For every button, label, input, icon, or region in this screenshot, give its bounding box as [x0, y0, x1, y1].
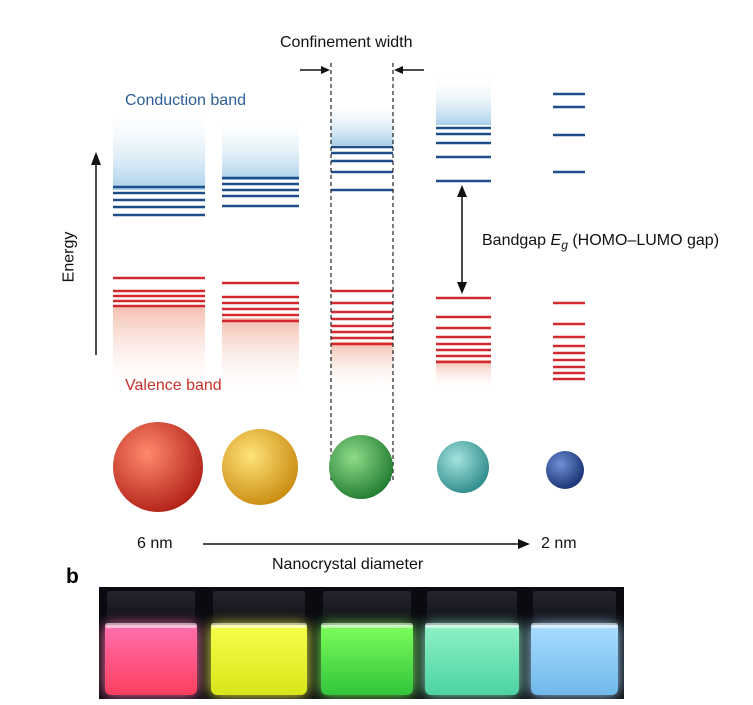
nanocrystal-sphere-2: [222, 429, 298, 505]
conduction-levels: [436, 126, 491, 183]
vial-5: [527, 587, 622, 699]
vial-rim: [425, 623, 519, 628]
nanocrystal-sphere-6nm: [113, 422, 203, 512]
bandgap-subscript: g: [561, 238, 568, 253]
size-small-label: 2 nm: [541, 535, 577, 552]
vial-rim: [211, 623, 307, 628]
vial-liquid: [105, 625, 197, 695]
vial-glass: [213, 591, 305, 625]
vial-glass: [533, 591, 616, 625]
bandgap-symbol: E: [550, 232, 562, 249]
column-1-bands: [113, 105, 205, 395]
diameter-axis-label: Nanocrystal diameter: [272, 556, 424, 573]
conduction-levels: [553, 92, 585, 174]
valence-levels: [113, 276, 205, 308]
column-4-bands: [436, 75, 491, 390]
valence-levels: [331, 289, 393, 346]
valence-levels: [553, 301, 585, 381]
vial-glass: [107, 591, 195, 625]
column-5-bands: [553, 92, 585, 381]
vial-rim: [105, 623, 197, 628]
nanocrystal-sphere-3: [329, 435, 393, 499]
valence-levels: [222, 281, 299, 323]
conduction-band-fill: [331, 100, 393, 145]
valence-band-fill: [331, 342, 393, 392]
valence-levels: [436, 296, 491, 364]
diameter-axis-arrow: [203, 539, 530, 549]
vial-glass: [323, 591, 411, 625]
column-2-bands: [222, 115, 299, 395]
conduction-levels: [331, 145, 393, 192]
bandgap-arrow: [457, 185, 467, 294]
vial-liquid: [425, 625, 519, 695]
valence-band-fill: [222, 318, 299, 395]
panel-b-label: b: [66, 565, 79, 588]
size-large-label: 6 nm: [137, 535, 173, 552]
nanocrystal-sphere-2nm: [546, 451, 584, 489]
nanocrystal-sphere-4: [437, 441, 489, 493]
bandgap-prefix: Bandgap: [482, 232, 551, 249]
energy-axis-label: Energy: [60, 231, 78, 283]
vial-1: [101, 587, 201, 699]
conduction-levels: [113, 185, 205, 217]
confinement-arrows: [300, 66, 424, 74]
conduction-levels: [222, 176, 299, 208]
vial-rim: [321, 623, 413, 628]
bandgap-suffix: (HOMO–LUMO gap): [567, 232, 720, 249]
conduction-band-label: Conduction band: [125, 92, 246, 109]
vial-glass: [427, 591, 517, 625]
conduction-band-fill: [436, 75, 491, 125]
column-3-bands: [331, 100, 393, 392]
vial-liquid: [321, 625, 413, 695]
vial-3: [317, 587, 417, 699]
energy-axis-arrow: [91, 152, 101, 355]
confinement-width-label: Confinement width: [280, 34, 413, 51]
vial-2: [207, 587, 311, 699]
bandgap-label: Bandgap Eg (HOMO–LUMO gap): [482, 232, 719, 252]
valence-band-fill: [436, 360, 491, 390]
conduction-band-fill: [113, 105, 205, 190]
conduction-band-fill: [222, 115, 299, 180]
vials-photo: [99, 587, 624, 699]
vial-rim: [531, 623, 618, 628]
vial-liquid: [211, 625, 307, 695]
valence-band-label: Valence band: [125, 377, 222, 394]
vial-liquid: [531, 625, 618, 695]
vial-4: [421, 587, 523, 699]
valence-band-fill: [113, 305, 205, 395]
